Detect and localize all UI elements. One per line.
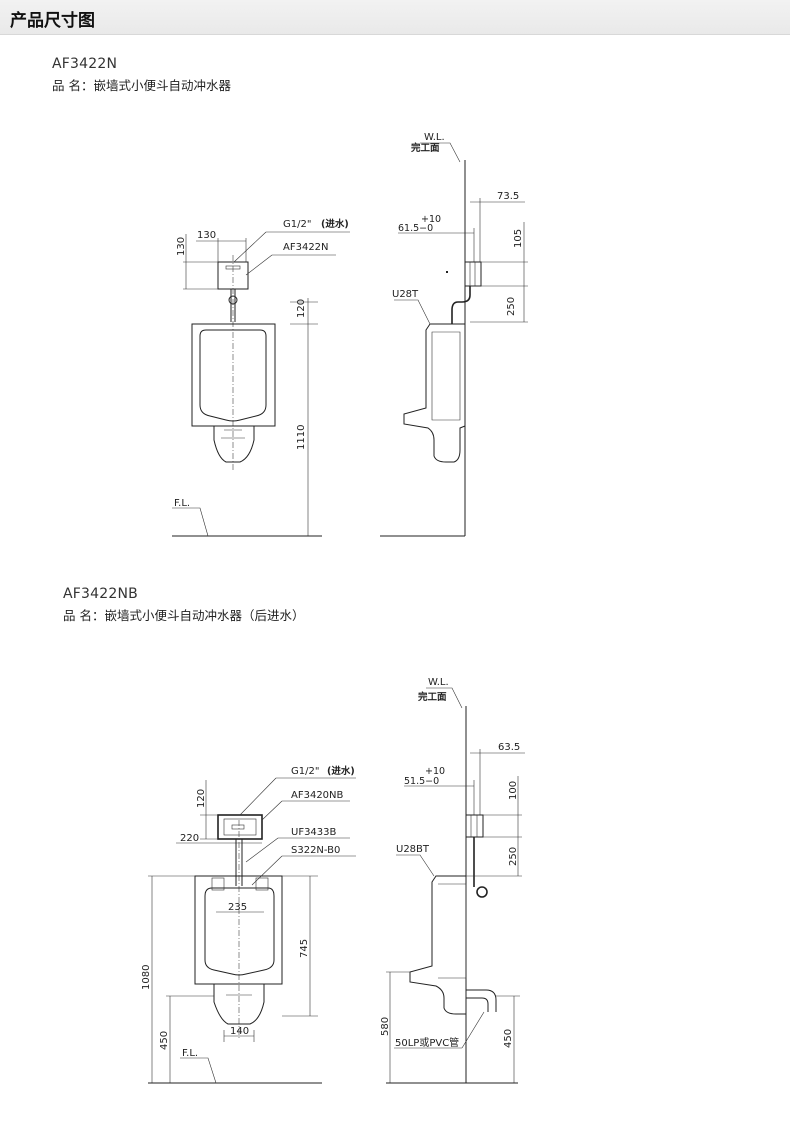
- part2-label: S322N-B0: [291, 845, 340, 856]
- urinal-label: U28T: [392, 289, 419, 300]
- drain-label: 50LP或PVC管: [395, 1036, 459, 1049]
- dim-width: 130: [197, 230, 216, 241]
- section-title: 产品尺寸图: [10, 11, 95, 31]
- wall-note: 完工面: [411, 142, 440, 154]
- pipe-elbow: [476, 886, 488, 898]
- side-view-2: W.L. 完工面 63.5 +10 51.5−0 100 250 U28BT: [380, 677, 525, 1084]
- part1-label: UF3433B: [291, 827, 337, 838]
- dim-depth-2: 63.5: [498, 742, 520, 753]
- dim-745: 745: [299, 939, 310, 958]
- floor-label: F.L.: [174, 498, 190, 509]
- wall-note-2: 完工面: [418, 691, 447, 703]
- section-header: 产品尺寸图: [0, 0, 790, 35]
- dim-total: 1110: [296, 425, 307, 450]
- dim-total-2: 1080: [141, 965, 152, 990]
- dim-tol-plus: +10: [421, 214, 441, 225]
- dim-width-2: 220: [180, 833, 199, 844]
- urinal-label-2: U28BT: [396, 844, 430, 855]
- unit-label: AF3422N: [283, 242, 329, 253]
- dim-pipe: 120: [296, 299, 307, 318]
- dim-floor-h-2: 450: [503, 1029, 514, 1048]
- wall-label-2: W.L.: [428, 677, 449, 688]
- dim-tol-base-2: 51.5−0: [404, 776, 439, 787]
- urinal-body-2: [194, 875, 283, 985]
- dim-inner: 235: [228, 902, 247, 913]
- dim-depth: 73.5: [497, 191, 519, 202]
- dim-tol-base: 61.5−0: [398, 223, 433, 234]
- dim-center: 140: [230, 1026, 249, 1037]
- urinal-body: [191, 323, 276, 427]
- dim-height: 130: [176, 237, 187, 256]
- side-view-1: W.L. 完工面 73.5 +10 61.5−0 105 250 U28T: [380, 132, 528, 537]
- wall-label: W.L.: [424, 132, 445, 143]
- inlet-note-2: (进水): [327, 765, 355, 777]
- valve-side: [464, 261, 482, 287]
- dim-h1-2: 100: [508, 781, 519, 800]
- flush-valve-box-2: [217, 814, 263, 840]
- front-view-1: 130 130 G1/2" (进水) AF3422N 120 1110 F: [172, 218, 350, 537]
- inlet-note: (进水): [321, 218, 349, 230]
- dim-floor-h: 450: [159, 1031, 170, 1050]
- dim-h2-2: 250: [508, 847, 519, 866]
- dim-h2: 250: [506, 297, 517, 316]
- dim-height-2: 120: [196, 789, 207, 808]
- model-number-1: AF3422N: [52, 56, 118, 72]
- dim-580: 580: [380, 1017, 391, 1036]
- inlet-label-2: G1/2": [291, 766, 319, 777]
- inlet-label: G1/2": [283, 219, 311, 230]
- floor-label-2: F.L.: [182, 1048, 198, 1059]
- front-view-2: 120 220 G1/2" (进水) AF3420NB UF3433B S322…: [141, 765, 356, 1084]
- product-name-1: 品 名：嵌墙式小便斗自动冲水器: [52, 78, 231, 93]
- dim-h1: 105: [513, 229, 524, 248]
- product-name-2: 品 名：嵌墙式小便斗自动冲水器（后进水）: [63, 608, 305, 623]
- model-number-2: AF3422NB: [63, 586, 138, 602]
- unit-label-2: AF3420NB: [291, 790, 344, 801]
- dim-tol-plus-2: +10: [425, 766, 445, 777]
